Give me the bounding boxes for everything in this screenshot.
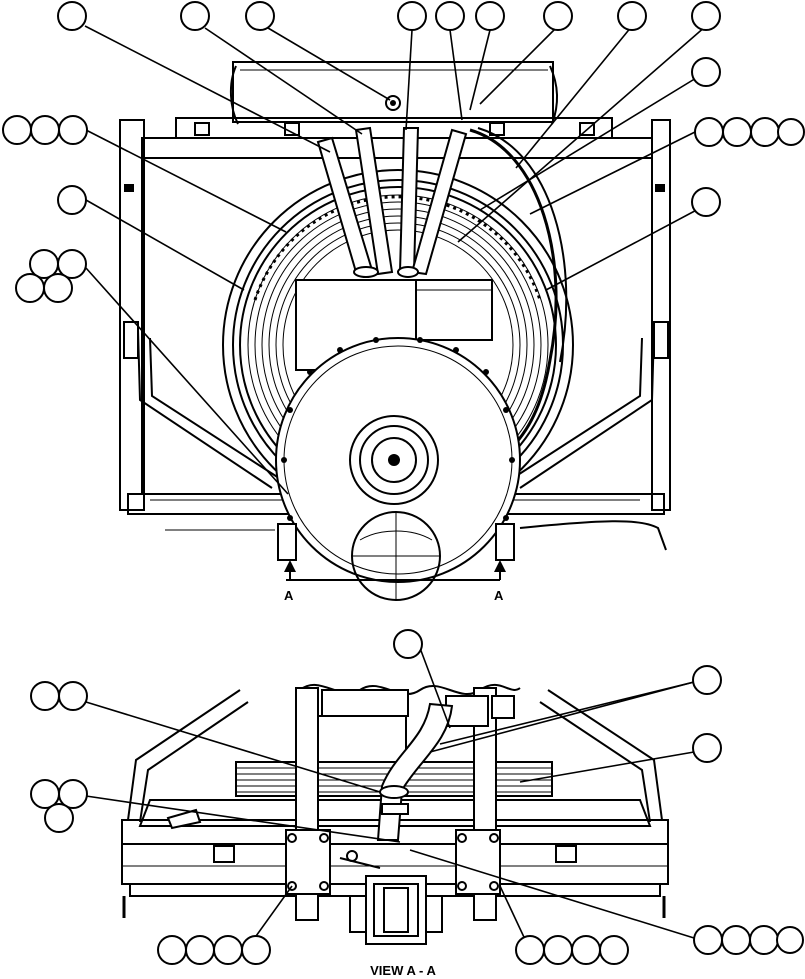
callout-balloon: [721, 925, 751, 955]
callout-balloon: [692, 733, 722, 763]
lower-block: [339, 850, 443, 945]
callout-balloon: [58, 681, 88, 711]
callout-balloon: [241, 935, 271, 965]
callout-balloon: [515, 935, 545, 965]
callout-balloon: [44, 803, 74, 833]
callout-balloon: [57, 185, 87, 215]
callout-balloon: [15, 273, 45, 303]
callout-balloon: [213, 935, 243, 965]
callout-balloon: [30, 115, 60, 145]
hose-bottom-view: [376, 702, 454, 841]
coolant-hoses: [316, 126, 568, 462]
callout-balloon: [43, 273, 73, 303]
callout-balloon: [58, 779, 88, 809]
callout-balloon: [58, 115, 88, 145]
section-marker-right: A: [494, 588, 504, 603]
callout-balloon: [692, 665, 722, 695]
leader-lines: [84, 25, 707, 951]
callout-balloon: [571, 935, 601, 965]
callout-balloon: [691, 187, 721, 217]
drive-housing: [317, 689, 515, 763]
callout-balloon: [245, 1, 275, 31]
radiator-top-tank: [175, 61, 613, 139]
callout-balloon: [693, 925, 723, 955]
callout-balloon: [694, 117, 724, 147]
callout-balloon: [722, 117, 752, 147]
callout-balloon: [185, 935, 215, 965]
callout-balloon: [435, 1, 465, 31]
callout-balloon: [57, 249, 87, 279]
callout-balloon: [180, 1, 210, 31]
callout-balloon: [599, 935, 629, 965]
callout-balloon: [749, 925, 779, 955]
callout-balloon: [475, 1, 505, 31]
callout-balloon: [30, 681, 60, 711]
view-title: VIEW A - A: [370, 963, 436, 978]
callout-balloon: [57, 1, 87, 31]
callout-balloon: [776, 926, 804, 954]
callout-balloon: [2, 115, 32, 145]
callout-balloon: [393, 629, 423, 659]
callout-balloon: [543, 1, 573, 31]
section-marker-left: A: [284, 588, 294, 603]
callout-balloon: [617, 1, 647, 31]
fan-hub: [275, 337, 521, 601]
support-brackets: [285, 687, 501, 921]
section-markers: A A: [284, 560, 506, 603]
callout-balloon: [691, 57, 721, 87]
callout-balloon: [543, 935, 573, 965]
callout-balloon: [691, 1, 721, 31]
callout-balloon: [777, 118, 805, 146]
hub-bolts: [281, 337, 515, 521]
bottom-view: [121, 683, 669, 945]
top-view: A A: [119, 61, 671, 603]
callout-balloon: [157, 935, 187, 965]
callout-balloon: [750, 117, 780, 147]
callout-balloon: [397, 1, 427, 31]
radiator-frame: [119, 119, 671, 551]
